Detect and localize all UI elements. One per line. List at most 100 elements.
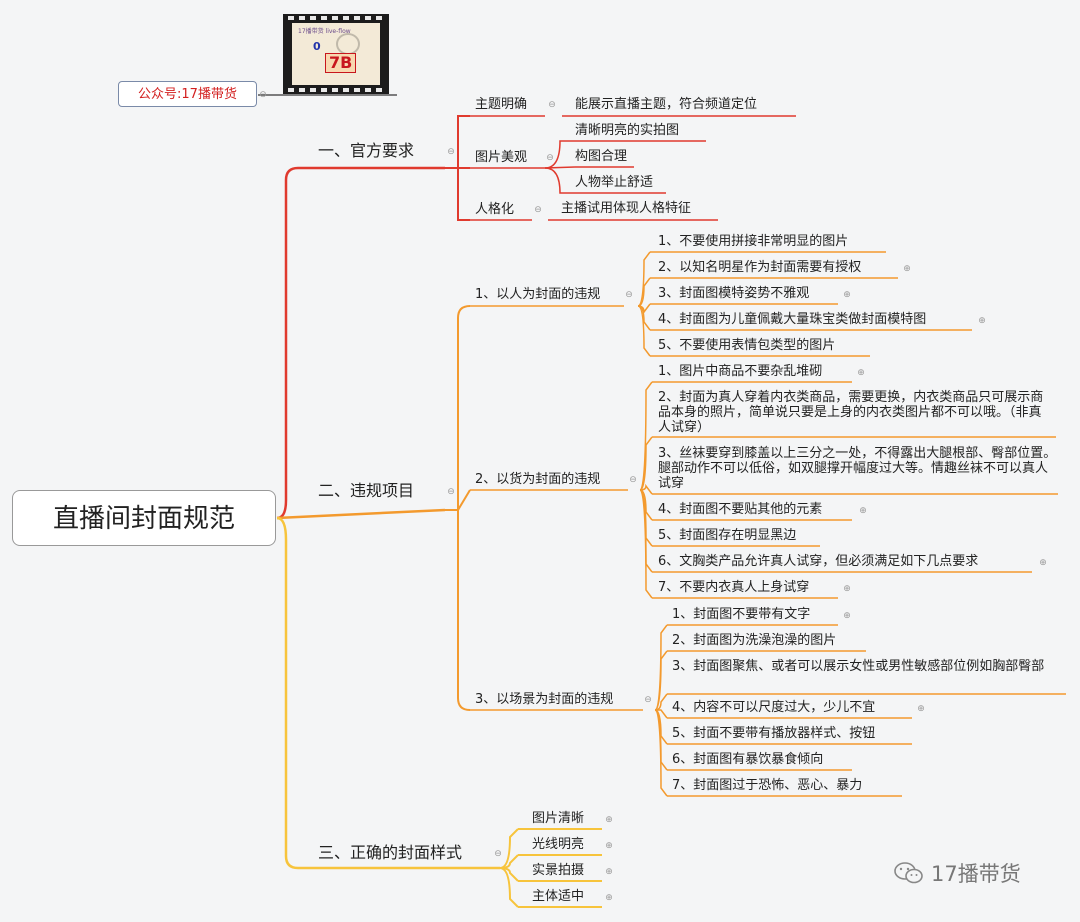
connector	[457, 489, 471, 511]
expand-icon[interactable]: ⊕	[903, 264, 911, 274]
leaf-item[interactable]: 1、图片中商品不要杂乱堆砌	[658, 364, 823, 379]
collapse-icon[interactable]: ⊖	[548, 100, 556, 110]
logo-badge: 7B	[325, 53, 357, 73]
root-node[interactable]: 直播间封面规范	[12, 490, 276, 546]
leaf-item[interactable]: 5、封面图存在明显黑边	[658, 528, 797, 543]
node-scene-cover[interactable]: 3、以场景为封面的违规	[475, 692, 614, 707]
leaf-item[interactable]: 1、不要使用拼接非常明显的图片	[658, 234, 849, 249]
leaf-item[interactable]: 主体适中	[532, 889, 585, 904]
collapse-icon[interactable]: ⊖	[447, 487, 455, 497]
camera-reel-icon	[336, 33, 360, 55]
expand-icon[interactable]: ⊕	[843, 290, 851, 300]
leaf-item[interactable]: 人物举止舒适	[575, 175, 654, 190]
connector	[276, 166, 445, 520]
leaf-item[interactable]: 1、封面图不要带有文字	[672, 607, 811, 622]
expand-icon[interactable]: ⊕	[917, 704, 925, 714]
film-hole	[288, 88, 294, 92]
leaf-item[interactable]: 7、不要内衣真人上身试穿	[658, 580, 810, 595]
expand-icon[interactable]: ⊕	[978, 316, 986, 326]
expand-icon[interactable]: ⊕	[605, 867, 613, 877]
collapse-icon[interactable]: ⊖	[494, 849, 502, 859]
connector	[457, 510, 471, 711]
leaf-item[interactable]: 2、封面图为洗澡泡澡的图片	[672, 633, 837, 648]
leaf-item[interactable]: 6、文胸类产品允许真人试穿，但必须满足如下几点要求	[658, 554, 979, 569]
leaf-item[interactable]: 主播试用体现人格特征	[561, 201, 692, 216]
leaf-item[interactable]: 能展示直播主题，符合频道定位	[575, 97, 758, 112]
collapse-icon[interactable]: ⊖	[625, 290, 633, 300]
node-image-beauty[interactable]: 图片美观	[475, 150, 528, 165]
node-personalization[interactable]: 人格化	[475, 202, 515, 217]
connector	[276, 516, 500, 870]
connector	[637, 251, 651, 307]
film-camera-icon: 17播带货 live-flow 0 7B	[283, 14, 389, 94]
connector	[544, 166, 576, 169]
film-hole	[343, 88, 349, 92]
leaf-item[interactable]: 4、内容不可以尺度过大，少儿不宜	[672, 700, 876, 715]
collapse-icon[interactable]: ⊖	[546, 153, 554, 163]
leaf-item[interactable]: 实景拍摄	[532, 863, 585, 878]
collapse-icon[interactable]: ⊖	[644, 695, 652, 705]
leaf-item[interactable]: 5、封面不要带有播放器样式、按钮	[672, 726, 876, 741]
leaf-item[interactable]: 2、以知名明星作为封面需要有授权	[658, 260, 862, 275]
connector	[457, 168, 470, 221]
leaf-item[interactable]: 3、封面图模特姿势不雅观	[658, 286, 810, 301]
connector	[639, 381, 653, 491]
node-person-cover[interactable]: 1、以人为封面的违规	[475, 287, 601, 302]
collapse-icon[interactable]: ⊖	[534, 205, 542, 215]
collapse-icon[interactable]: ⊖	[629, 475, 637, 485]
collapse-icon[interactable]: ⊖	[259, 90, 267, 100]
branch-violations[interactable]: 二、违规项目	[318, 481, 415, 500]
leaf-item[interactable]: 4、封面图为儿童佩戴大量珠宝类做封面模特图	[658, 312, 927, 327]
branch-official-requirements[interactable]: 一、官方要求	[318, 141, 415, 160]
leaf-item[interactable]: 3、封面图聚焦、或者可以展示女性或男性敏感部位例如胸部臀部	[672, 659, 1045, 674]
expand-icon[interactable]: ⊕	[857, 368, 865, 378]
film-hole	[376, 16, 382, 20]
expand-icon[interactable]: ⊕	[1039, 558, 1047, 568]
connector	[637, 305, 651, 357]
connector	[654, 709, 668, 797]
film-hole	[310, 88, 316, 92]
film-hole	[332, 16, 338, 20]
wechat-icon	[893, 861, 925, 885]
film-hole	[310, 16, 316, 20]
film-hole	[354, 88, 360, 92]
collapse-icon[interactable]: ⊖	[447, 147, 455, 157]
film-hole	[332, 88, 338, 92]
leaf-item[interactable]: 5、不要使用表情包类型的图片	[658, 338, 836, 353]
leaf-item[interactable]: 光线明亮	[532, 837, 585, 852]
film-hole	[354, 16, 360, 20]
expand-icon[interactable]: ⊕	[605, 893, 613, 903]
film-hole	[299, 88, 305, 92]
film-hole	[365, 16, 371, 20]
logo-tagline: 17播带货 live-flow	[298, 28, 351, 35]
connector	[544, 167, 575, 194]
logo-zero: 0	[313, 40, 321, 53]
connector	[457, 305, 471, 510]
expand-icon[interactable]: ⊕	[605, 815, 613, 825]
leaf-item[interactable]: 6、封面图有暴饮暴食倾向	[672, 752, 824, 767]
leaf-item[interactable]: 2、封面为真人穿着内衣类商品，需要更换，内衣类商品只可展示商品本身的照片，简单说…	[658, 390, 1044, 435]
expand-icon[interactable]: ⊕	[843, 584, 851, 594]
leaf-item[interactable]: 4、封面图不要贴其他的元素	[658, 502, 823, 517]
film-hole	[365, 88, 371, 92]
expand-icon[interactable]: ⊕	[859, 506, 867, 516]
leaf-item[interactable]: 构图合理	[575, 149, 628, 164]
leaf-item[interactable]: 7、封面图过于恐怖、恶心、暴力	[672, 778, 863, 793]
connector	[639, 436, 653, 491]
expand-icon[interactable]: ⊕	[843, 611, 851, 621]
expand-icon[interactable]: ⊕	[605, 841, 613, 851]
node-theme-clear[interactable]: 主题明确	[475, 97, 528, 112]
film-hole	[321, 16, 327, 20]
connector	[639, 489, 653, 599]
public-account-node[interactable]: 公众号:17播带货	[118, 81, 257, 107]
leaf-item[interactable]: 3、丝袜要穿到膝盖以上三分之一处，不得露出大腿根部、臀部位置。腿部动作不可以低俗…	[658, 446, 1057, 491]
node-goods-cover[interactable]: 2、以货为封面的违规	[475, 472, 601, 487]
leaf-item[interactable]: 清晰明亮的实拍图	[575, 123, 680, 138]
connector	[457, 114, 470, 168]
film-hole	[343, 16, 349, 20]
branch-correct-styles[interactable]: 三、正确的封面样式	[318, 843, 463, 862]
leaf-item[interactable]: 图片清晰	[532, 811, 585, 826]
film-hole	[299, 16, 305, 20]
watermark-text: 17播带货	[931, 862, 1021, 886]
